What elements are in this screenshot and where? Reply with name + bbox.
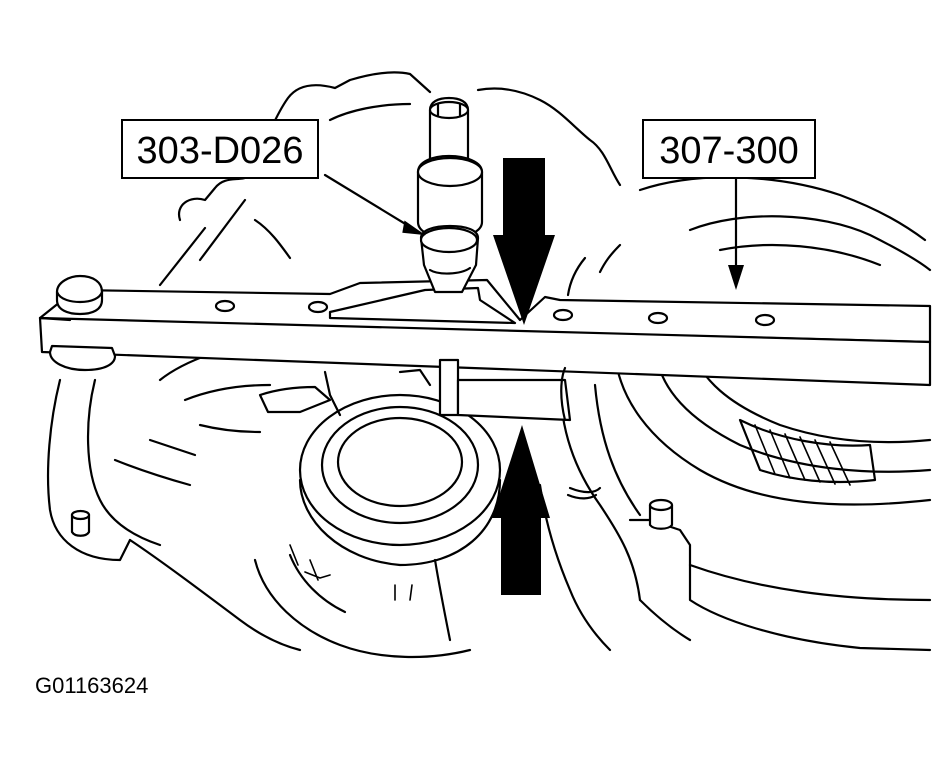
bar-tool-307-300 — [38, 274, 932, 422]
callout-307-300: 307-300 — [642, 119, 816, 179]
callout-label-303-D026: 303-D026 — [137, 130, 304, 172]
leader-lines — [323, 173, 744, 290]
press-tool-303-D026 — [416, 96, 484, 294]
arrow-down-icon — [493, 158, 555, 325]
callout-303-D026: 303-D026 — [121, 119, 319, 179]
figure-id: G01163624 — [35, 673, 148, 698]
arrow-up-icon — [492, 425, 550, 595]
transmission-housing — [46, 71, 932, 659]
force-arrows — [492, 158, 555, 595]
callout-label-307-300: 307-300 — [659, 130, 798, 172]
